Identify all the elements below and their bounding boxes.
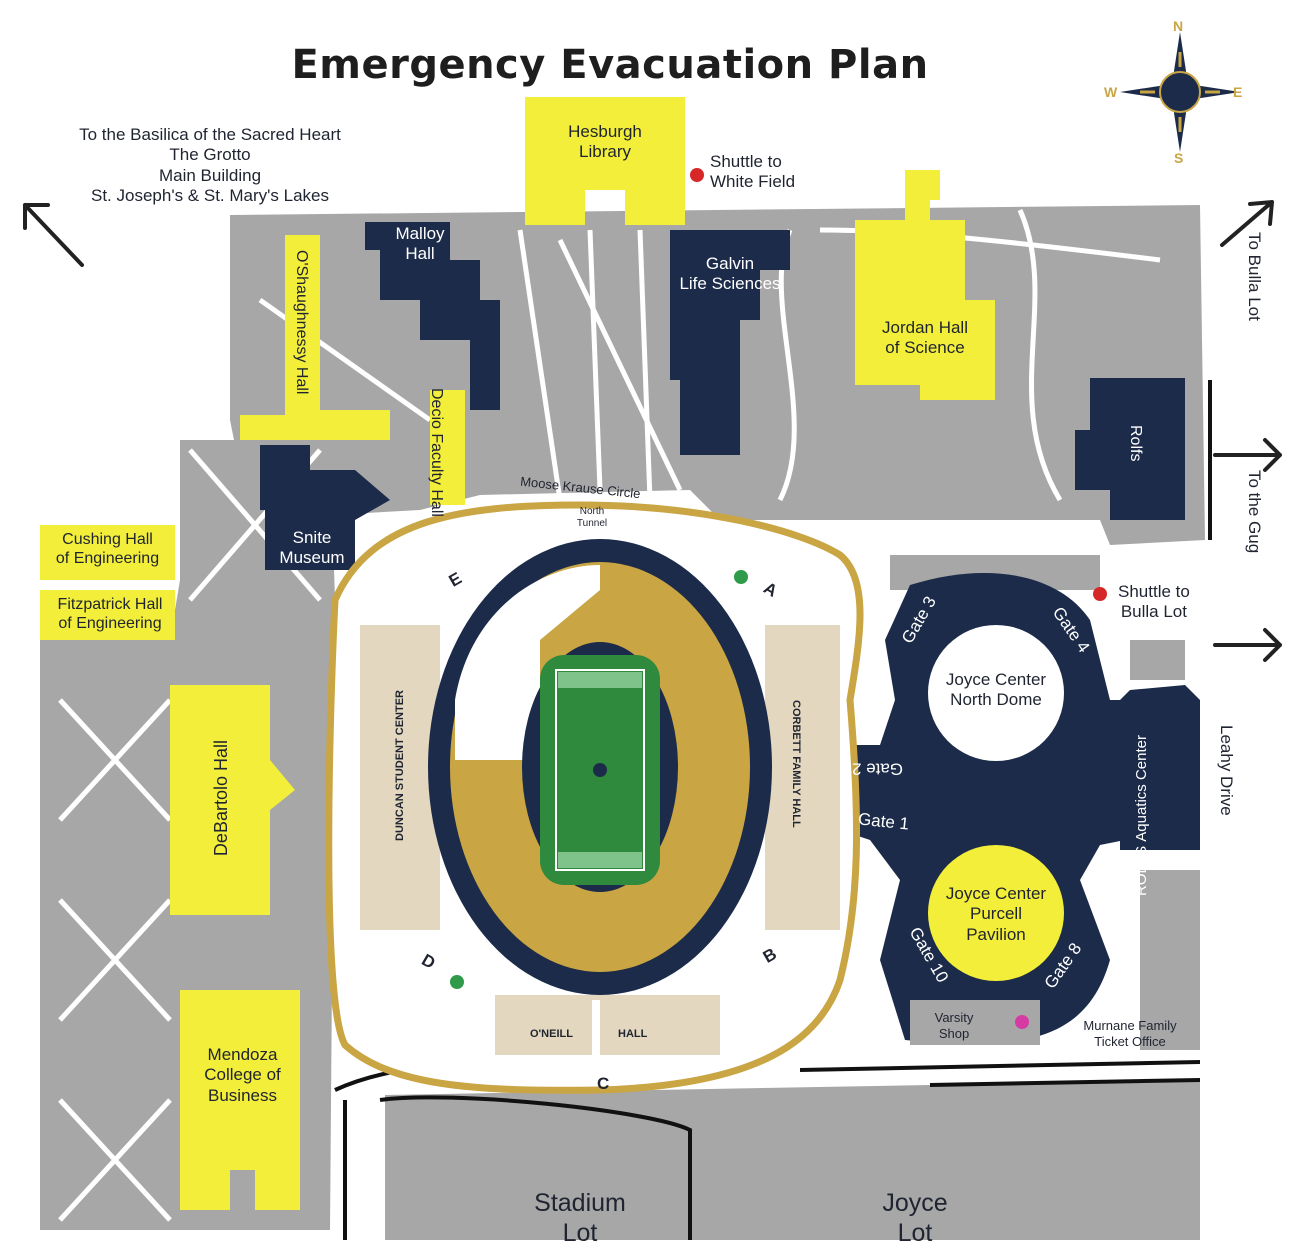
label-line: of Engineering [55,550,160,568]
label-line: Lot [562,1219,598,1247]
label-line: Fitzpatrick Hall [57,596,163,613]
north-tunnel-label: North Tunnel [567,506,617,530]
joyce-lot-label: Joyce Lot [860,1188,970,1248]
label-line: Cushing Hall [62,531,153,548]
label-line: Stadium [534,1189,626,1217]
direction-arrows [23,200,1282,662]
label-line: Ticket Office [1094,1033,1166,1049]
mendoza-label: Mendoza College of Business [185,1045,300,1106]
label-line: Tunnel [576,518,608,529]
label-line: Joyce Center [945,670,1047,689]
to-the-gug-label: To the Gug [1245,470,1264,554]
to-bulla-lot-label: To Bulla Lot [1245,232,1264,321]
label-line: of Science [885,338,965,358]
arrow-northwest [23,203,84,267]
label-line: Hall [428,489,445,517]
malloy-hall-label: Malloy Hall [375,224,465,265]
label-line: Center [1133,735,1150,781]
label-line: ROLFS [1133,845,1150,896]
label-line: Galvin [705,254,755,273]
snite-museum-label: Snite Museum [268,528,356,569]
label-line: Joyce [882,1189,948,1217]
shuttle-white-field-dot [690,168,704,182]
label-line: Lot [897,1219,933,1247]
direction-line: Main Building [158,165,262,185]
compass-east: E [1233,84,1243,100]
gate-d-dot [450,975,464,989]
page-title: Emergency Evacuation Plan [291,42,929,88]
label-line: Varsity [934,1010,974,1025]
compass-south: S [1174,150,1184,166]
label-line: Hesburgh [568,122,642,141]
fitzpatrick-hall-label: Fitzpatrick Hall of Engineering [40,595,180,633]
shuttle-line: Shuttle to [710,152,782,171]
compass-north: N [1173,18,1184,34]
compass-west: W [1104,84,1118,100]
shuttle-line: Bulla Lot [1120,602,1187,622]
label-line: Snite [292,528,332,547]
ticket-office-label: Murnane Family Ticket Office [1070,1018,1190,1049]
shuttle-white-field-label: Shuttle to White Field [710,152,795,193]
joyce-center [855,572,1125,1045]
direction-line: The Grotto [169,145,251,165]
label-line: Aquatics [1133,784,1150,842]
varsity-shop-label: Varsity Shop [925,1010,983,1041]
galvin-label: Galvin Life Sciences [670,254,790,295]
compass-rose [1120,32,1240,152]
shuttle-line: White Field [710,172,796,192]
oshaughnessy-hall-label: O'Shaughnessy Hall [293,250,310,395]
arrow-east-lot [1213,628,1282,662]
hesburgh-library-label: Hesburgh Library [540,122,670,163]
label-line: Museum [279,548,345,568]
label-line: Library [579,142,631,162]
corbett-hall-label: CORBETT FAMILY HALL [790,700,802,828]
label-line: Hall [405,244,435,264]
joyce-purcell-label: Joyce Center Purcell Pavilion [930,884,1062,945]
navy-buildings [260,222,1200,850]
label-line: North [579,506,605,517]
leahy-drive-label: Leahy Drive [1217,725,1236,816]
label-line: College of [204,1065,281,1085]
arrow-northeast [1220,200,1274,247]
ticket-office-dot [1015,1015,1029,1029]
label-line: Life Sciences [679,274,781,294]
yellow-buildings [40,97,995,1210]
label-line: of Engineering [58,615,162,633]
rolfs-aquatics-label: ROLFS Aquatics Center [1133,735,1150,896]
rolfs-label: Rolfs [1127,425,1144,462]
stadium-lot-label: Stadium Lot [525,1188,635,1248]
direction-line: St. Joseph's & St. Mary's Lakes [91,186,329,206]
joyce-gate-2: Gate 2 [852,759,904,779]
label-line: Decio Faculty [428,388,445,485]
shuttle-bulla-label: Shuttle to Bulla Lot [1118,582,1190,623]
joyce-north-dome-label: Joyce Center North Dome [930,670,1062,711]
hall-label: HALL [618,1028,648,1040]
cushing-hall-label: Cushing Hall of Engineering [40,530,175,568]
label-line: Pavilion [966,924,1026,944]
basilica-directions: To the Basilica of the Sacred Heart The … [20,125,400,207]
label-line: North Dome [950,690,1042,710]
label-line: Business [208,1085,277,1105]
arrow-east-gug [1213,438,1282,472]
decio-hall-label: Decio Faculty Hall [427,388,445,517]
label-line: Shop [938,1025,970,1041]
jordan-hall-label: Jordan Hall of Science [860,318,990,359]
label-line: Malloy [395,224,445,243]
shuttle-bulla-dot [1093,587,1107,601]
label-line: Murnane Family [1083,1018,1177,1033]
gate-c-label: C [597,1074,610,1093]
label-line: Purcell [970,904,1022,924]
duncan-center-label: DUNCAN STUDENT CENTER [394,690,406,841]
label-line: Jordan Hall [882,318,968,337]
shuttle-line: Shuttle to [1118,582,1190,601]
label-line: Mendoza [207,1045,278,1064]
direction-line: To the Basilica of the Sacred Heart [79,125,341,144]
label-line: Joyce Center [945,884,1047,903]
debartolo-hall-label: DeBartolo Hall [211,740,231,857]
gate-a-dot [734,570,748,584]
stadium-bowl [428,539,772,995]
oneill-label: O'NEILL [530,1028,573,1040]
